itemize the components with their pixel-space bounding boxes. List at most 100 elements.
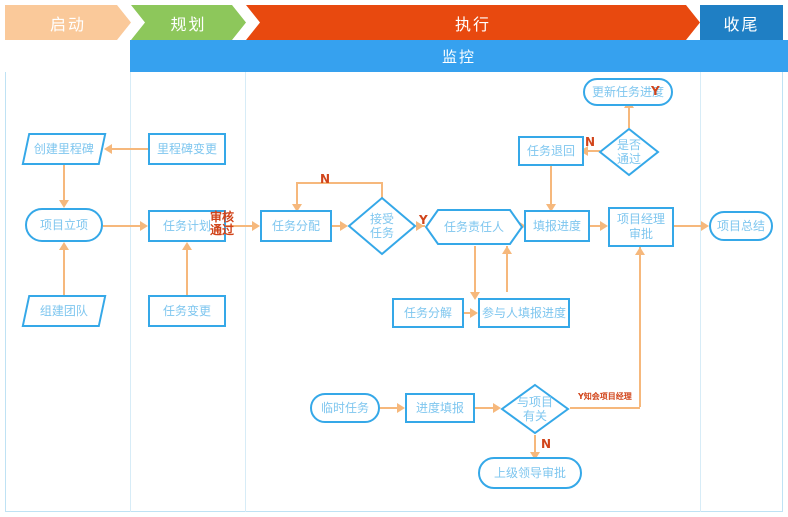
lane-divider-1 (245, 72, 246, 512)
connector-arrow (104, 144, 112, 154)
edge-label-review-passed: 审核通过 (210, 210, 235, 238)
connector-accept-n-left (297, 182, 383, 184)
node-label: 里程碑变更 (156, 141, 217, 156)
connector-taskplan-to-taskassign-a (226, 225, 252, 227)
connector-temptask-to-progressreport (380, 407, 398, 409)
connector-arrow (530, 452, 540, 460)
connector-arrow (493, 403, 501, 413)
node-member-report[interactable]: 参与人填报进度 (478, 298, 570, 328)
node-temp-task[interactable]: 临时任务 (310, 393, 380, 423)
node-label: 任务退回 (526, 143, 575, 158)
connector-taskassign-to-accept (332, 225, 340, 227)
node-project-summary[interactable]: 项目总结 (709, 211, 773, 241)
node-task-change[interactable]: 任务变更 (148, 295, 226, 327)
phase-label-planning: 规划 (170, 14, 207, 34)
node-label: 上级领导审批 (493, 465, 566, 480)
hexagon-outline (424, 209, 524, 245)
node-task-owner[interactable]: 任务责任人 (424, 208, 524, 246)
connector-accept-n-up (381, 182, 383, 198)
connector-arrow (580, 146, 588, 156)
connector-taskplan-to-taskassign-b (240, 225, 252, 227)
node-update-task-progress[interactable]: 更新任务进度 (583, 78, 673, 106)
node-label: 更新任务进度 (591, 84, 664, 99)
phase-band-initiation: 启动 (5, 5, 131, 40)
connector-arrow (470, 292, 480, 300)
edge-label-assign-n: N (320, 172, 331, 186)
swimlane-frame (5, 72, 783, 512)
connector-arrow (59, 200, 69, 208)
phase-band-planning: 规划 (131, 5, 246, 40)
connector-owner-to-breakdown (474, 246, 476, 292)
node-task-assign[interactable]: 任务分配 (260, 210, 332, 242)
node-build-team[interactable]: 组建团队 (21, 295, 107, 327)
edge-label-related-y: Y知会项目经理 (578, 392, 632, 401)
connector-createmilestone-to-initiation (63, 165, 65, 200)
connector-arrow (701, 221, 709, 231)
connector-arrow (140, 221, 148, 231)
connector-related-y-right (570, 407, 640, 409)
edge-label-approved-y: Y (651, 84, 660, 98)
node-related-to-project[interactable]: 与项目有关 (500, 383, 570, 435)
node-label: 任务变更 (162, 303, 211, 318)
connector-approved-y-to-update (628, 108, 630, 128)
connector-breakdown-to-memberreport (464, 312, 472, 314)
edge-label-approved-n: N (585, 135, 596, 149)
lane-divider-0 (130, 72, 131, 512)
connector-buildteam-to-initiation (63, 250, 65, 295)
edge-label-related-n: N (541, 437, 552, 451)
phase-band-monitoring: 监控 (130, 40, 788, 72)
phase-label-monitoring: 监控 (441, 47, 476, 66)
node-task-return[interactable]: 任务退回 (518, 136, 584, 166)
node-label: 与项目有关 (516, 394, 553, 423)
node-task-breakdown[interactable]: 任务分解 (392, 298, 464, 328)
connector-arrow (470, 308, 478, 318)
connector-taskchange-to-taskplan (186, 250, 188, 295)
node-label: 创建里程碑 (33, 141, 94, 156)
node-accept-task[interactable]: 接受任务 (347, 196, 417, 256)
connector-arrow (546, 204, 556, 212)
node-progress-report[interactable]: 进度填报 (405, 393, 475, 423)
connector-arrow (502, 246, 512, 254)
node-label: 临时任务 (320, 400, 369, 415)
phase-band-execution: 执行 (246, 5, 700, 40)
node-label: 项目立项 (39, 217, 88, 232)
node-label: 组建团队 (39, 303, 88, 318)
node-is-approved[interactable]: 是否通过 (598, 127, 660, 177)
diamond-outline (347, 196, 417, 256)
lane-divider-2 (700, 72, 701, 512)
diamond-outline (598, 127, 660, 177)
connector-approved-n-to-return (586, 150, 600, 152)
connector-arrow (340, 221, 348, 231)
connector-pmapproval-to-summary (674, 225, 702, 227)
phase-label-initiation: 启动 (49, 14, 86, 34)
connector-memberreport-to-owner (506, 246, 508, 292)
node-project-initiation[interactable]: 项目立项 (25, 208, 103, 242)
node-label: 任务责任人 (443, 219, 504, 234)
phase-label-closing: 收尾 (723, 14, 760, 34)
node-fill-progress[interactable]: 填报进度 (524, 210, 590, 242)
node-task-plan[interactable]: 任务计划 (148, 210, 226, 242)
connector-related-n-down (534, 435, 536, 455)
node-label: 任务分解 (403, 305, 452, 320)
connector-arrow (635, 247, 645, 255)
connector-initiation-to-taskplan (103, 225, 140, 227)
node-leader-approval[interactable]: 上级领导审批 (478, 457, 582, 489)
node-pm-approval[interactable]: 项目经理审批 (608, 207, 674, 247)
node-label: 任务分配 (271, 218, 320, 233)
node-milestone-change[interactable]: 里程碑变更 (148, 133, 226, 165)
connector-arrow (600, 221, 608, 231)
phase-band-closing: 收尾 (700, 5, 783, 40)
connector-milestonechange-to-createmilestone (112, 148, 148, 150)
node-label: 进度填报 (415, 400, 464, 415)
connector-arrow (59, 242, 69, 250)
diamond-outline (500, 383, 570, 435)
node-label: 填报进度 (532, 218, 581, 233)
phase-label-execution: 执行 (454, 14, 491, 34)
node-label: 项目总结 (716, 218, 765, 233)
connector-arrow (416, 221, 424, 231)
connector-arrow (182, 242, 192, 250)
node-create-milestone[interactable]: 创建里程碑 (21, 133, 107, 165)
connector-arrow (292, 204, 302, 212)
connector-arrow (397, 403, 405, 413)
connector-fillprogress-to-pmapproval (590, 225, 602, 227)
